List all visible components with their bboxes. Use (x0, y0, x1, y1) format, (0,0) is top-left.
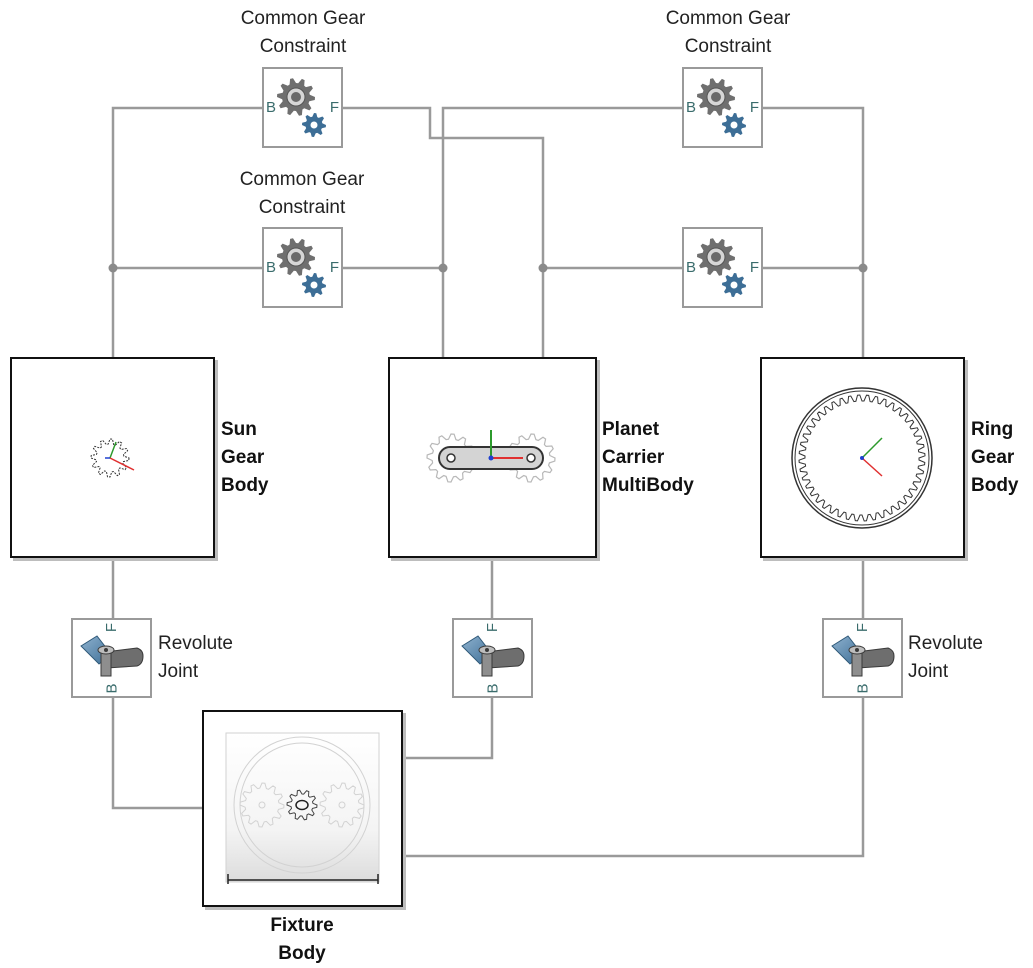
junction-dot (858, 263, 868, 273)
junction-dot (438, 263, 448, 273)
body-label-line: Gear (971, 447, 1015, 468)
connection-lines (111, 106, 865, 858)
port-b-label: B (484, 683, 502, 694)
connection-line (403, 698, 865, 858)
body-label-line: Gear (221, 447, 265, 468)
body-label-line: Planet (602, 419, 660, 440)
connection-line (111, 698, 202, 810)
body-label-line: Body (278, 943, 326, 964)
fixture-body-label: Fixture Body (222, 912, 382, 968)
connection-line (343, 106, 545, 357)
gear-constraint-title-line: Constraint (684, 36, 772, 57)
fixture-gear-outline (239, 782, 285, 828)
port-f-label: F (329, 259, 339, 276)
connection-line (111, 106, 262, 357)
port-f-label: F (854, 622, 872, 633)
revolute-joint-block[interactable]: F B (452, 618, 533, 698)
gear-constraint-title: Common Gear Constraint (203, 5, 403, 61)
common-gear-constraint-block[interactable]: B F (682, 227, 763, 308)
gear-constraint-title: Common Gear Constraint (202, 166, 402, 222)
connection-line (403, 698, 494, 760)
ring-gear-body-block[interactable] (760, 357, 965, 558)
connection-line (763, 106, 865, 357)
body-label-line: Carrier (602, 447, 665, 468)
fixture-body-graphic (225, 732, 380, 884)
common-gear-constraint-block[interactable]: B F (262, 227, 343, 308)
planet-carrier-icon (426, 430, 556, 483)
joint-label-line: Revolute (908, 633, 983, 654)
sun-gear-icon (90, 438, 135, 478)
gear-constraint-title-line: Constraint (258, 197, 346, 218)
body-label-line: MultiBody (602, 475, 694, 496)
sun-gear-body-block[interactable] (10, 357, 215, 558)
ring-gear-body-label: Ring Gear Body (971, 416, 1019, 500)
fixture-gear-outline (319, 782, 365, 828)
junction-dot (108, 263, 118, 273)
body-label-line: Fixture (270, 915, 334, 936)
common-gear-constraint-block[interactable]: B F (682, 67, 763, 148)
port-b-label: B (266, 99, 277, 116)
body-label-line: Sun (221, 419, 257, 440)
fixture-gear-hub (338, 801, 346, 809)
port-b-label: B (686, 99, 697, 116)
port-f-label: F (329, 99, 339, 116)
body-label-line: Ring (971, 419, 1014, 440)
port-f-label: F (749, 99, 759, 116)
planet-carrier-multibody-block[interactable] (388, 357, 597, 558)
joint-label-line: Joint (158, 661, 199, 682)
junction-dots (108, 263, 868, 273)
port-b-label: B (854, 683, 872, 694)
ring-gear-icon (791, 387, 933, 529)
fixture-gear-hub (258, 801, 266, 809)
gear-constraint-title-line: Constraint (259, 36, 347, 57)
joint-label-line: Revolute (158, 633, 233, 654)
port-b-label: B (266, 259, 277, 276)
gear-constraint-title-line: Common Gear (665, 8, 791, 29)
port-f-label: F (103, 622, 121, 633)
gear-constraint-title-line: Common Gear (240, 8, 366, 29)
joint-label-line: Joint (908, 661, 949, 682)
port-f-label: F (484, 622, 502, 633)
body-label-line: Body (221, 475, 269, 496)
connection-line (441, 106, 682, 357)
gear-constraint-title: Common Gear Constraint (628, 5, 828, 61)
fixture-body-block[interactable] (202, 710, 403, 907)
fixture-ring-outline (233, 736, 371, 874)
body-label-line: Body (971, 475, 1019, 496)
revolute-joint-block[interactable]: F B (71, 618, 152, 698)
gear-constraint-title-line: Common Gear (239, 169, 365, 190)
revolute-joint-block[interactable]: F B (822, 618, 903, 698)
junction-dot (538, 263, 548, 273)
port-f-label: F (749, 259, 759, 276)
planet-carrier-multibody-label: Planet Carrier MultiBody (602, 416, 694, 500)
port-b-label: B (103, 683, 121, 694)
common-gear-constraint-block[interactable]: B F (262, 67, 343, 148)
port-b-label: B (686, 259, 697, 276)
revolute-joint-label: Revolute Joint (908, 630, 983, 686)
revolute-joint-label: Revolute Joint (158, 630, 233, 686)
fixture-sun-gear-outline (286, 789, 318, 821)
sun-gear-body-label: Sun Gear Body (221, 416, 269, 500)
